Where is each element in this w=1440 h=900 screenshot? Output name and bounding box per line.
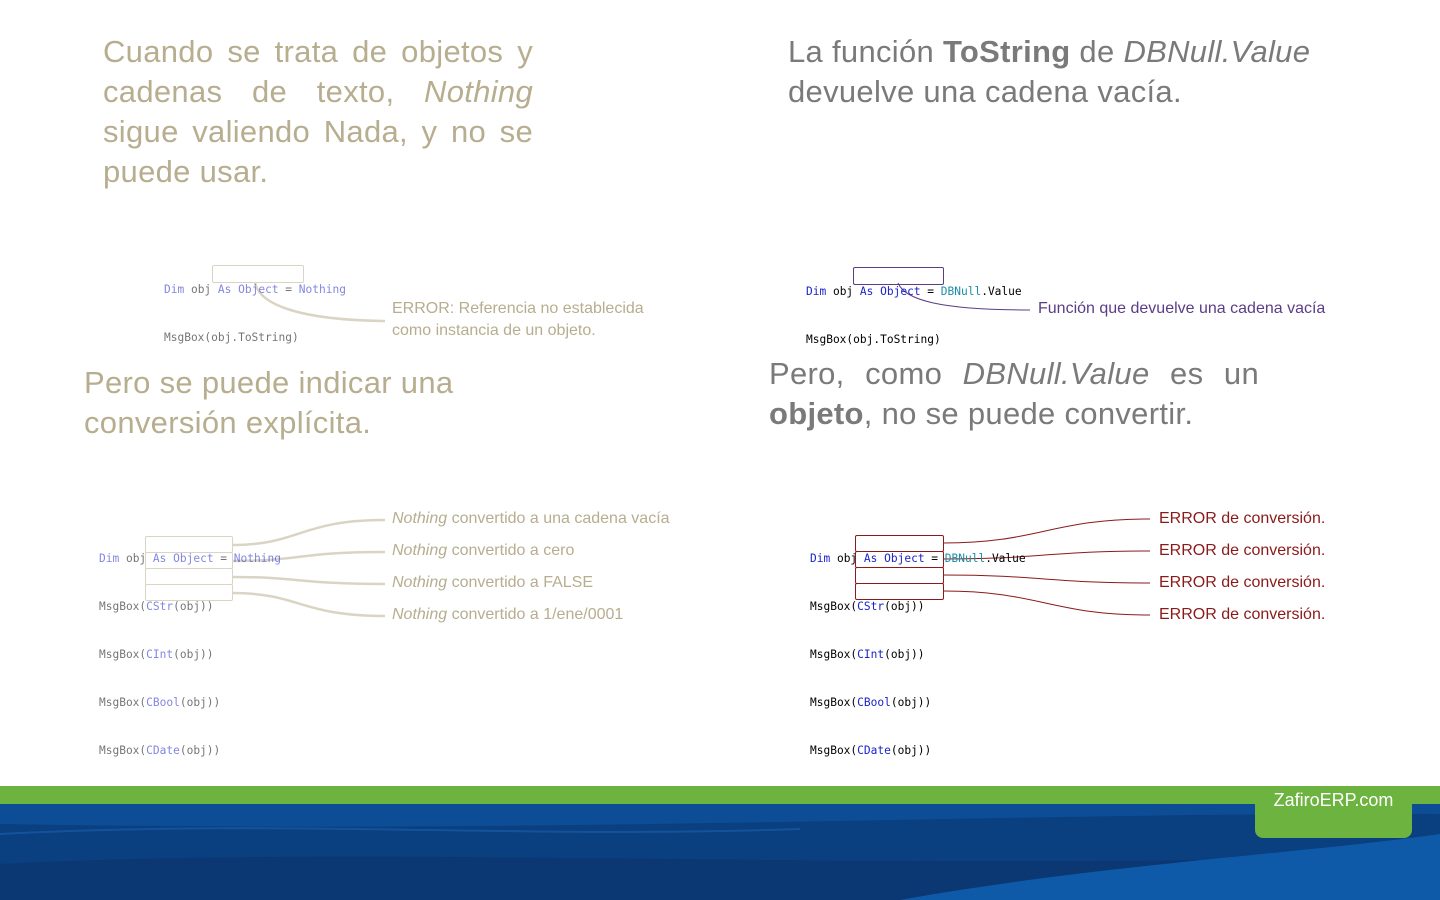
footer-blue-band: [0, 804, 1440, 900]
footer-green-band: [0, 786, 1440, 804]
highlight-box: [855, 535, 944, 552]
highlight-box: [855, 583, 944, 600]
connector-line: [231, 591, 386, 618]
highlight-box: [145, 584, 233, 601]
connector-line: [942, 550, 1151, 560]
highlight-box: [145, 568, 233, 585]
heading-emphasis: DBNull.Value: [962, 356, 1150, 391]
left-bottom-callout: Nothing convertido a FALSE: [392, 574, 594, 591]
left-top-callout: ERROR: Referencia no establecida como in…: [392, 300, 644, 339]
code-line: MsgBox(CStr(obj)): [810, 600, 925, 613]
connector-line: [231, 518, 386, 547]
code-line: MsgBox(CStr(obj)): [99, 600, 214, 613]
highlight-box: [855, 567, 944, 584]
right-bottom-callout: ERROR de conversión.: [1159, 574, 1326, 591]
code-line: MsgBox(CInt(obj)): [99, 648, 214, 661]
code-line: MsgBox(CInt(obj)): [810, 648, 925, 661]
heading-text: Cuando se trata de objetos y cadenas de …: [103, 34, 533, 109]
heading-emphasis: DBNull.Value: [1123, 34, 1311, 69]
right-bottom-callout: ERROR de conversión.: [1159, 510, 1326, 527]
right-top-callout: Función que devuelve una cadena vacía: [1038, 300, 1326, 317]
left-bottom-callout: Nothing convertido a cero: [392, 540, 692, 562]
left-bottom-heading: Pero se puede indicar una conversión exp…: [84, 365, 454, 440]
highlight-box: [145, 536, 233, 553]
connector-line: [942, 574, 1151, 584]
footer-wave-graphic: [0, 804, 1440, 900]
highlight-box: [853, 267, 944, 285]
connector-line: [231, 550, 386, 563]
code-line: Dim obj As Object = DBNull.Value: [806, 285, 1022, 298]
code-line: Dim obj As Object = Nothing: [99, 552, 281, 565]
heading-strong: ToString: [942, 34, 1071, 69]
code-line: MsgBox(CBool(obj)): [99, 696, 221, 709]
left-top-code-block: Dim obj As Object = Nothing MsgBox(obj.T…: [164, 250, 346, 362]
highlight-box: [145, 552, 233, 569]
highlight-box: [855, 551, 944, 568]
left-bottom-code-block: Dim obj As Object = Nothing MsgBox(CStr(…: [99, 519, 281, 775]
heading-emphasis: Nothing: [424, 74, 533, 109]
code-line: MsgBox(obj.ToString): [806, 333, 941, 346]
left-bottom-callout: Nothing convertido a 1/ene/0001: [392, 606, 624, 623]
connector-line: [942, 518, 1151, 544]
code-line: Dim obj As Object = Nothing: [164, 283, 346, 296]
code-line: MsgBox(CDate(obj)): [810, 744, 932, 757]
right-bottom-code-block: Dim obj As Object = DBNull.Value MsgBox(…: [810, 519, 1026, 775]
connector-line: [231, 575, 386, 586]
connector-line: [253, 282, 386, 323]
right-bottom-callout: ERROR de conversión.: [1159, 542, 1326, 559]
right-top-heading: La función ToString de DBNull.Value devu…: [788, 34, 1311, 109]
connector-line: [942, 590, 1151, 616]
right-top-code-block: Dim obj As Object = DBNull.Value MsgBox(…: [806, 252, 1022, 364]
code-line: MsgBox(CBool(obj)): [810, 696, 932, 709]
connector-line: [897, 282, 1031, 311]
right-bottom-heading: Pero, como DBNull.Value es un objeto, no…: [769, 356, 1259, 431]
code-line: MsgBox(obj.ToString): [164, 331, 299, 344]
left-bottom-callout: Nothing convertido a una cadena vacía: [392, 510, 670, 527]
heading-text: sigue valiendo Nada, y no se puede usar.: [103, 114, 533, 189]
right-bottom-callout: ERROR de conversión.: [1159, 606, 1326, 623]
left-top-heading: Cuando se trata de objetos y cadenas de …: [103, 32, 533, 192]
highlight-box: [212, 265, 304, 283]
code-line: MsgBox(CDate(obj)): [99, 744, 221, 757]
brand-link[interactable]: ZafiroERP.com: [1255, 786, 1412, 838]
heading-strong: objeto: [769, 396, 864, 431]
code-line: Dim obj As Object = DBNull.Value: [810, 552, 1026, 565]
